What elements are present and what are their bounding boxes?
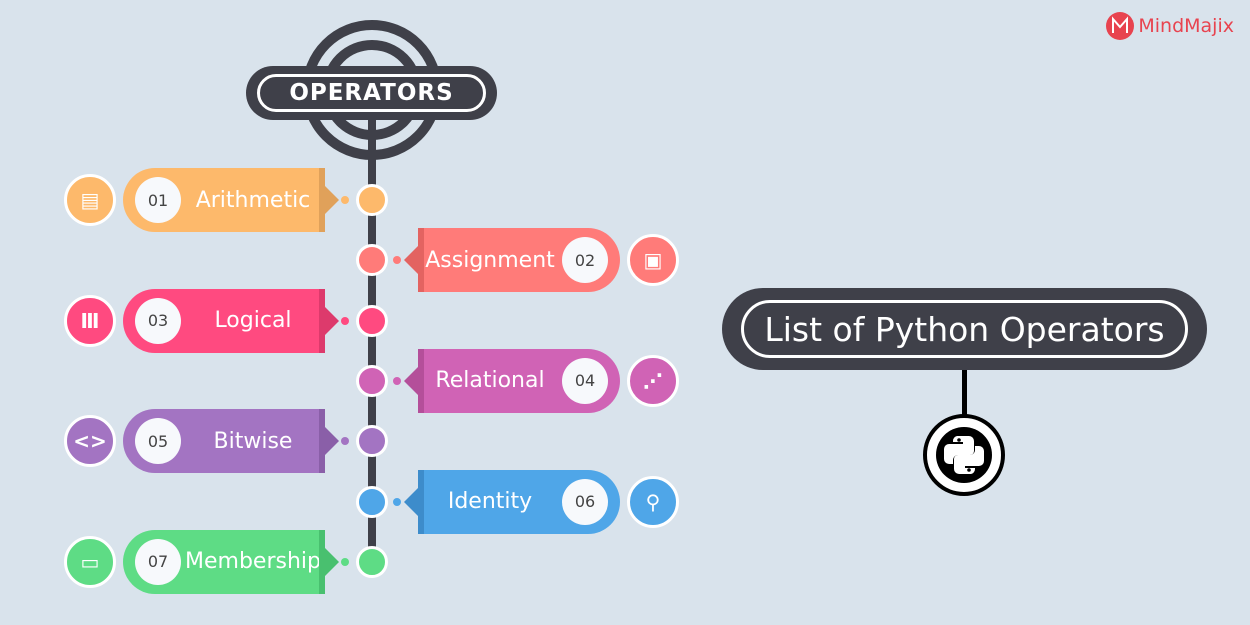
connector-dot	[393, 497, 401, 506]
python-logo-icon	[923, 414, 1005, 496]
pill-pointer	[404, 246, 418, 275]
pill-pointer	[325, 306, 339, 335]
operators-title: OPERATORS	[257, 74, 486, 112]
item-number: 07	[135, 538, 181, 585]
item-number: 01	[135, 177, 181, 223]
pill-edge	[418, 469, 424, 534]
connector-line	[962, 370, 967, 418]
mindmajix-logo-icon	[1106, 12, 1135, 40]
pill-pointer	[325, 547, 339, 576]
brand-logo: MindMajix	[1106, 12, 1234, 40]
item-label: Bitwise	[213, 428, 293, 454]
pill-edge	[418, 348, 424, 413]
operator-item-logical[interactable]: 03 Logical	[123, 288, 325, 353]
item-number: 04	[562, 357, 608, 404]
pill-pointer	[325, 427, 339, 456]
timeline-node	[356, 545, 388, 578]
operator-item-bitwise[interactable]: 05 Bitwise	[123, 409, 325, 474]
timeline-node	[356, 364, 388, 397]
timeline-node	[356, 244, 388, 277]
pill-pointer	[404, 487, 418, 516]
operator-item-identity[interactable]: Identity 06	[418, 469, 620, 534]
timeline-node	[356, 304, 388, 337]
timeline-node	[356, 425, 388, 458]
pill-edge	[319, 529, 325, 594]
item-number: 02	[562, 237, 608, 284]
pill-edge	[319, 168, 325, 232]
id-card-icon: ▭	[64, 535, 116, 588]
item-label: Logical	[214, 308, 292, 334]
item-number: 06	[562, 478, 608, 525]
pill-edge	[418, 228, 424, 293]
connector-dot	[341, 437, 349, 446]
pill-edge	[319, 288, 325, 353]
search-icon: ⚲	[627, 475, 679, 528]
bar-chart-icon: Ⅲ	[64, 294, 116, 347]
item-label: Relational	[435, 368, 545, 394]
connector-dot	[341, 557, 349, 566]
abacus-icon: ▤	[64, 174, 116, 226]
connector-dot	[341, 196, 349, 204]
pill-pointer	[325, 186, 339, 214]
pill-pointer	[404, 366, 418, 395]
code-brackets-icon: <>	[64, 415, 116, 468]
pill-edge	[319, 409, 325, 474]
item-label: Identity	[447, 489, 533, 514]
connector-dot	[393, 376, 401, 385]
connector-dot	[393, 256, 401, 265]
page-title: List of Python Operators	[741, 300, 1188, 358]
brand-name: MindMajix	[1138, 15, 1234, 37]
item-label: Assignment	[425, 247, 555, 273]
item-number: 05	[135, 418, 181, 465]
document-monitor-icon: ▣	[627, 234, 679, 287]
timeline-node	[356, 485, 388, 518]
operator-item-arithmetic[interactable]: 01 Arithmetic	[123, 168, 325, 232]
timeline-node	[356, 184, 388, 216]
item-label: Membership	[185, 549, 321, 575]
item-label: Arithmetic	[195, 187, 311, 213]
operator-item-relational[interactable]: Relational 04	[418, 348, 620, 413]
connector-dot	[341, 316, 349, 325]
item-number: 03	[135, 297, 181, 344]
share-nodes-icon: ⋰	[627, 354, 679, 407]
operator-item-assignment[interactable]: Assignment 02	[418, 228, 620, 293]
